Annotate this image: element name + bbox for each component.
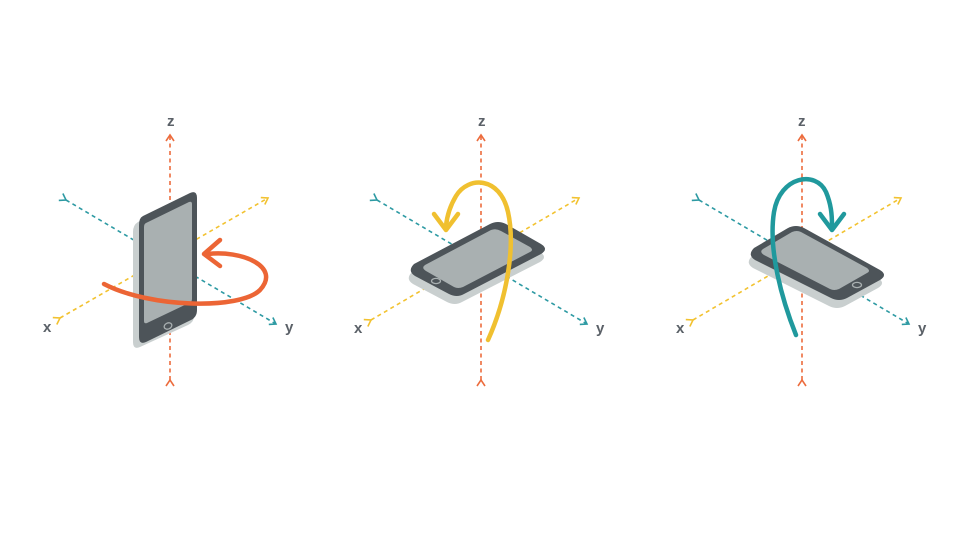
rotation-arrow-icon [101,237,269,306]
panel-y-rotation: z x y [354,113,605,387]
rotation-arrow-icon [770,176,847,338]
y-axis-label: y [596,320,605,337]
smartphone-icon [133,192,197,348]
x-axis-label: x [43,319,52,336]
panel-z-rotation: z x y [43,113,294,387]
smartphone-icon [748,226,884,308]
z-axis-label: z [478,113,486,130]
z-axis-label: z [167,113,175,130]
x-axis-label: x [676,320,685,337]
y-axis-label: y [918,320,927,337]
panel-x-rotation: z x y [676,113,927,387]
x-axis-label: x [354,320,363,337]
z-axis-label: z [798,113,806,130]
rotation-arrow-icon [431,180,514,343]
smartphone-icon [408,222,545,304]
y-axis-label: y [285,319,294,336]
